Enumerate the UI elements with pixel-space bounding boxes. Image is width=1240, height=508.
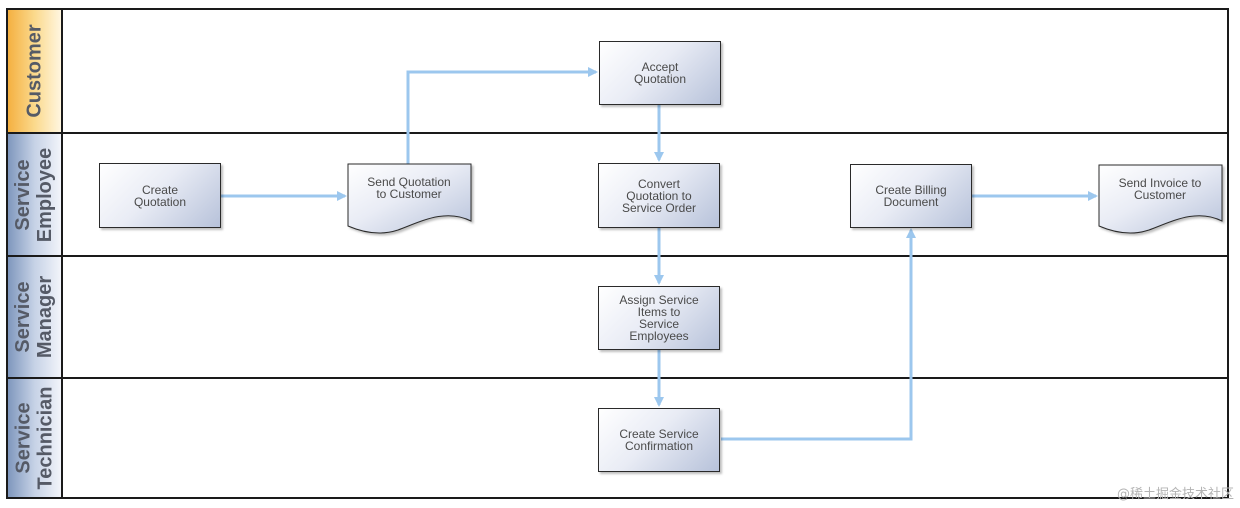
lane-header-service-manager: Service Manager	[8, 257, 63, 377]
box-assign-service-items: Assign Service Items to Service Employee…	[598, 286, 720, 350]
connector-confirmation-to-billing	[721, 228, 916, 441]
box-convert-quotation: Convert Quotation to Service Order	[598, 163, 720, 228]
box-create-service-confirmation: Create Service Confirmation	[598, 408, 720, 472]
document-send-invoice-line2: Customer	[1134, 188, 1186, 202]
document-send-quotation-line1: Send Quotation	[367, 175, 450, 189]
lane-service-manager: Service Manager	[8, 255, 1227, 377]
box-create-billing-document: Create Billing Document	[850, 164, 972, 228]
document-send-invoice: Send Invoice to Customer	[1098, 164, 1223, 234]
lane-header-service-employee: Service Employee	[8, 134, 63, 255]
document-send-quotation: Send Quotation to Customer	[347, 163, 472, 234]
box-create-quotation: Create Quotation	[99, 163, 221, 228]
document-send-invoice-line1: Send Invoice to	[1119, 176, 1202, 190]
connector-send-quotation-to-accept	[406, 67, 598, 164]
box-accept-quotation: Accept Quotation	[599, 41, 721, 105]
document-send-quotation-line2: to Customer	[376, 187, 441, 201]
lane-header-customer: Customer	[8, 10, 63, 132]
lane-header-service-technician: Service Technician	[8, 379, 63, 497]
watermark: @稀土掘金技术社区	[1116, 487, 1234, 502]
lane-customer: Customer	[8, 10, 1227, 132]
lane-service-employee: Service Employee	[8, 132, 1227, 255]
lane-service-technician: Service Technician	[8, 377, 1227, 497]
